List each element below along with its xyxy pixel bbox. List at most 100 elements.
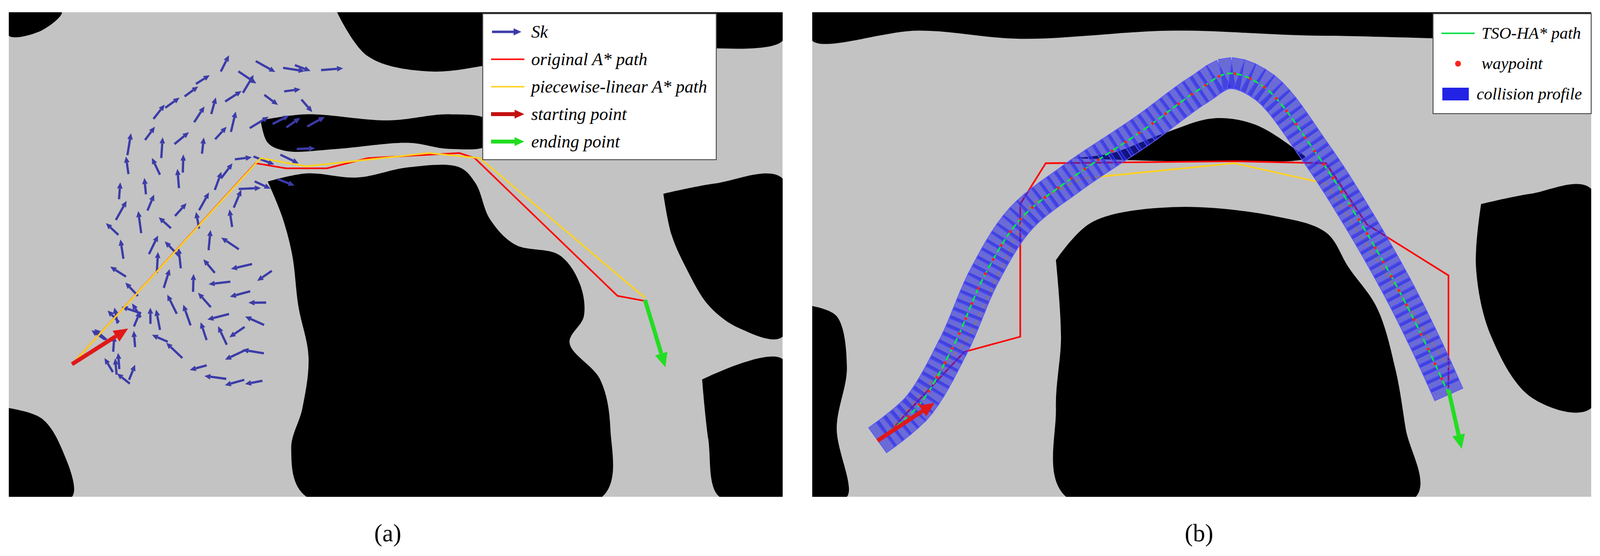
arrow-shaft <box>177 174 179 189</box>
search-node-arrow <box>244 379 263 386</box>
waypoint-dot <box>976 286 980 290</box>
arrow-shaft <box>230 350 245 357</box>
arrow-head <box>282 115 290 121</box>
legend-text: Sk <box>531 21 548 43</box>
search-node-arrow <box>217 326 227 345</box>
arrow-shaft <box>220 60 227 72</box>
search-node-arrow <box>194 106 205 122</box>
search-node-arrow <box>203 258 215 273</box>
arrow-shaft <box>110 227 118 235</box>
search-node-arrow <box>198 292 212 307</box>
search-node-arrow <box>117 373 130 384</box>
arrow-shaft <box>121 245 124 259</box>
arrow-shaft <box>214 177 220 190</box>
legend-row: TSO-HA* path <box>1439 18 1582 49</box>
arrow-shaft <box>231 117 235 132</box>
arrow-head <box>164 268 171 276</box>
arrow-head <box>291 158 299 164</box>
map-panel <box>8 12 783 497</box>
arrow-head <box>220 126 227 134</box>
arrow-head <box>141 177 148 185</box>
search-node-arrow <box>110 266 126 277</box>
arrow-shaft <box>107 363 114 373</box>
original-path <box>882 161 1449 439</box>
waypoint-dot <box>1285 109 1289 113</box>
arrow-shaft <box>207 263 215 273</box>
arrow-head <box>245 155 252 161</box>
arrow-shaft <box>144 131 152 141</box>
land-obstacle <box>663 173 783 340</box>
arrow-head <box>226 163 233 170</box>
arrow-shaft <box>307 119 320 127</box>
arrow-head <box>189 365 197 372</box>
arrow-shaft <box>321 68 338 71</box>
waypoint-dot <box>1365 232 1369 236</box>
search-node-arrow <box>127 133 133 156</box>
arrow-head <box>287 180 295 187</box>
waypoint-dot <box>1433 362 1437 366</box>
waypoint-dot <box>1217 74 1221 78</box>
arrow-head <box>655 351 668 368</box>
collision-rect <box>1429 376 1463 401</box>
legend-text: piecewise-linear A* path <box>531 76 707 97</box>
arrow-head <box>194 211 200 219</box>
arrow-shaft <box>214 281 231 284</box>
waypoint-dot <box>1405 303 1409 307</box>
legend-row: ending point <box>489 127 707 156</box>
arrow-shaft <box>126 162 129 175</box>
legend-sample <box>489 131 527 152</box>
search-node-arrow <box>158 216 171 229</box>
arrow-shaft <box>157 337 168 342</box>
arrow-head <box>136 211 142 218</box>
search-node-arrow <box>190 273 196 292</box>
arrow-head <box>198 106 205 114</box>
waypoint-dot <box>984 272 988 276</box>
arrow-shaft <box>238 71 252 81</box>
search-node-arrow <box>147 194 155 211</box>
waypoint-dot <box>1176 102 1180 106</box>
search-node-arrow <box>166 342 183 358</box>
legend-swatch <box>1442 87 1469 101</box>
arrow-shaft <box>225 94 237 102</box>
arrow-head <box>125 282 132 289</box>
waypoint-dot <box>1274 96 1278 100</box>
map-panel <box>812 12 1592 497</box>
search-node-arrow <box>132 303 142 317</box>
arrow-shaft <box>264 94 274 102</box>
arrow-shaft <box>153 109 161 119</box>
arrow-shaft <box>134 316 139 327</box>
arrow-head <box>227 209 234 216</box>
search-node-arrow <box>195 74 210 84</box>
waypoint-dot <box>1357 217 1361 221</box>
waypoint-dot <box>1124 140 1128 144</box>
search-node-arrow <box>286 117 301 128</box>
arrow-head <box>149 126 156 134</box>
legend-text: ending point <box>531 131 620 152</box>
arrow-head <box>513 28 522 36</box>
arrow-shaft <box>170 346 183 358</box>
arrow-shaft <box>248 350 264 353</box>
search-node-arrow <box>245 316 265 325</box>
legend-a: Skoriginal A* pathpiecewise-linear A* pa… <box>482 13 717 161</box>
arrow-head <box>204 374 211 380</box>
land-obstacle <box>260 114 492 152</box>
waypoint-dot <box>1190 93 1194 96</box>
waypoint-dot <box>1110 149 1114 153</box>
end-arrow <box>644 299 668 367</box>
arrow-shaft <box>115 364 117 375</box>
search-node-arrow <box>204 374 227 380</box>
waypoint-dot <box>1331 176 1335 180</box>
arrow-shaft <box>161 143 163 159</box>
arrow-head <box>190 273 196 281</box>
tso-path <box>882 73 1449 437</box>
legend-text: collision profile <box>1476 84 1582 104</box>
arrow-shaft <box>254 181 265 187</box>
arrow-shaft <box>164 274 168 288</box>
land-obstacle <box>1475 183 1592 413</box>
arrow-shaft <box>185 310 191 326</box>
arrow-shaft <box>233 195 239 208</box>
arrow-shaft <box>129 370 134 380</box>
search-node-arrow <box>129 364 136 380</box>
arrow-head <box>166 342 173 350</box>
search-node-arrow <box>116 352 122 369</box>
